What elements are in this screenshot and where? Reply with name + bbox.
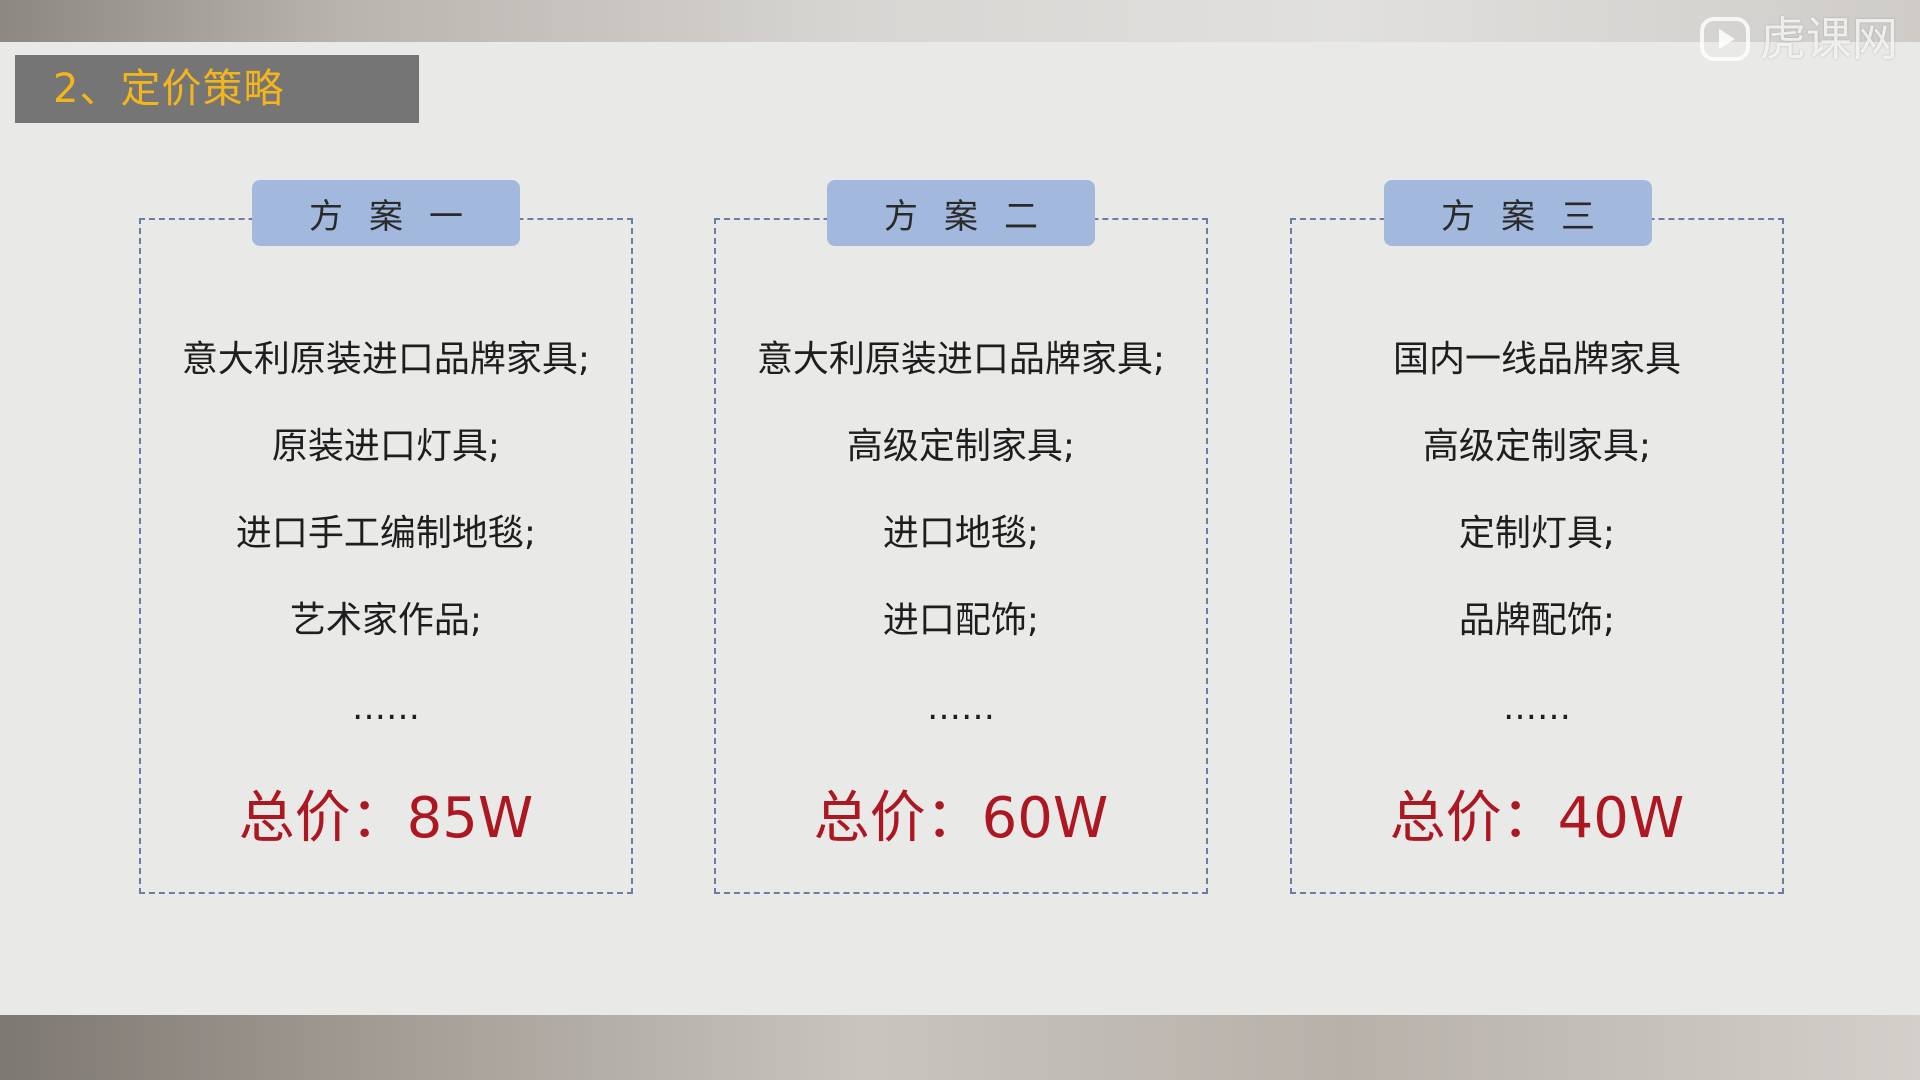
ellipsis: …… xyxy=(1503,688,1571,728)
ellipsis: …… xyxy=(927,688,995,728)
list-item: 高级定制家具; xyxy=(1422,426,1652,467)
plan-2-total-price: 总价：60W xyxy=(813,786,1109,851)
watermark: 虎课网 xyxy=(1700,14,1898,64)
plan-2-label: 方案二 xyxy=(827,180,1095,246)
list-item: 高级定制家具; xyxy=(846,426,1076,467)
play-logo-icon xyxy=(1700,17,1750,61)
list-item: 进口手工编制地毯; xyxy=(235,513,537,554)
list-item: 原装进口灯具; xyxy=(271,426,501,467)
background-top-strip xyxy=(0,0,1920,42)
list-item: 意大利原装进口品牌家具; xyxy=(756,339,1166,380)
section-title: 2、定价策略 xyxy=(53,66,285,112)
section-title-bar: 2、定价策略 xyxy=(15,55,419,123)
list-item: 艺术家作品; xyxy=(289,600,483,641)
plan-1-total-price: 总价：85W xyxy=(238,786,534,851)
plan-3-label: 方案三 xyxy=(1384,180,1652,246)
ellipsis: …… xyxy=(352,688,420,728)
list-item: 进口地毯; xyxy=(882,513,1040,554)
plan-3-item-list: 国内一线品牌家具 高级定制家具; 定制灯具; 品牌配饰; …… xyxy=(1290,334,1784,734)
plan-3-total-price: 总价：40W xyxy=(1389,786,1685,851)
plan-1-label: 方案一 xyxy=(252,180,520,246)
list-item: 国内一线品牌家具 xyxy=(1392,339,1681,380)
plan-1-item-list: 意大利原装进口品牌家具; 原装进口灯具; 进口手工编制地毯; 艺术家作品; …… xyxy=(139,334,633,734)
list-item: 意大利原装进口品牌家具; xyxy=(181,339,591,380)
background-bottom-strip xyxy=(0,1015,1920,1080)
plan-2-item-list: 意大利原装进口品牌家具; 高级定制家具; 进口地毯; 进口配饰; …… xyxy=(714,334,1208,734)
list-item: 进口配饰; xyxy=(882,600,1040,641)
list-item: 定制灯具; xyxy=(1458,513,1616,554)
watermark-text: 虎课网 xyxy=(1760,12,1898,66)
list-item: 品牌配饰; xyxy=(1458,600,1616,641)
